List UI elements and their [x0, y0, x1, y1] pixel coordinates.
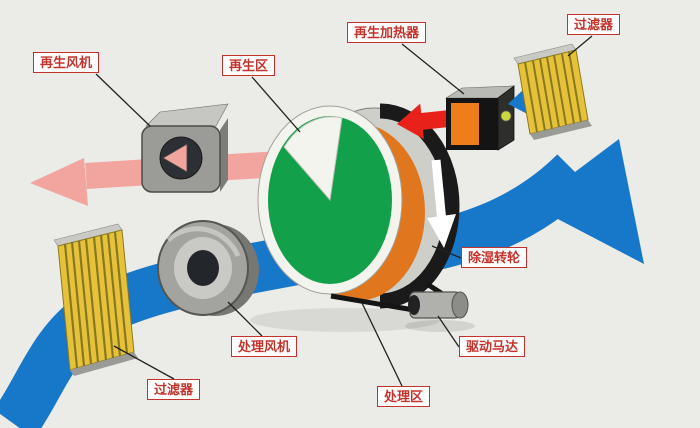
- label-drive-motor: 驱动马达: [459, 336, 526, 357]
- wheel-shadow: [250, 308, 440, 332]
- hot-air-arrow: [397, 103, 457, 140]
- label-regen-fan: 再生风机: [33, 52, 100, 73]
- filter-tr-pleats: [524, 51, 582, 133]
- leader-motor: [437, 315, 460, 348]
- filter-bl-bottom-frame: [70, 352, 138, 376]
- leader-filter-bottom: [113, 345, 175, 380]
- label-dehumid-wheel: 除湿转轮: [461, 247, 528, 268]
- regen-fan-graphic: [141, 103, 229, 193]
- desiccant-wheel-graphic: [257, 103, 460, 309]
- label-filter-bottom: 过滤器: [147, 379, 201, 400]
- motor-pulley: [408, 295, 420, 315]
- wheel-rotation-arrow-shaft: [431, 159, 447, 223]
- wheel-rotation-arrow-head: [427, 214, 456, 248]
- leader-process-zone: [361, 302, 403, 387]
- heater-indicator-light: [500, 110, 512, 122]
- motor-end-cap: [451, 291, 469, 319]
- label-process-fan: 处理风机: [231, 336, 298, 357]
- leader-regen-heater: [401, 43, 465, 95]
- motor-shadow: [405, 320, 475, 332]
- filter-top-right-graphic: [513, 43, 592, 140]
- leader-filter-top: [567, 35, 593, 57]
- leader-regen-zone: [251, 76, 301, 133]
- label-filter-top: 过滤器: [567, 14, 621, 35]
- belt-strand-left: [330, 293, 415, 313]
- regen-heater-graphic: [444, 85, 515, 151]
- process-air-outlet-arrowhead: [531, 139, 644, 264]
- regen-fan-top-face: [145, 103, 229, 127]
- label-regen-zone: 再生区: [222, 55, 276, 76]
- leader-regen-fan: [95, 73, 151, 127]
- filter-bottom-left-graphic: [53, 223, 138, 376]
- process-fan-hub: [187, 250, 219, 286]
- wheel-regen-sector: [283, 116, 343, 202]
- regen-exhaust-arrowhead: [30, 158, 88, 206]
- process-fan-graphic: [157, 220, 259, 316]
- heater-element: [451, 103, 479, 145]
- leader-process-fan: [227, 301, 263, 337]
- leader-wheel: [431, 245, 462, 259]
- filter-bl-pleats: [63, 231, 129, 369]
- drive-motor-graphic: [330, 281, 475, 332]
- filter-tr-bottom-frame: [530, 120, 592, 140]
- label-regen-heater: 再生加热器: [347, 22, 427, 43]
- regen-fan-inlet-arrow: [162, 143, 188, 173]
- leader-lines: [95, 35, 593, 387]
- label-process-zone: 处理区: [377, 386, 431, 407]
- process-fan-highlight: [166, 226, 241, 258]
- regen-fan-side-face: [220, 118, 228, 192]
